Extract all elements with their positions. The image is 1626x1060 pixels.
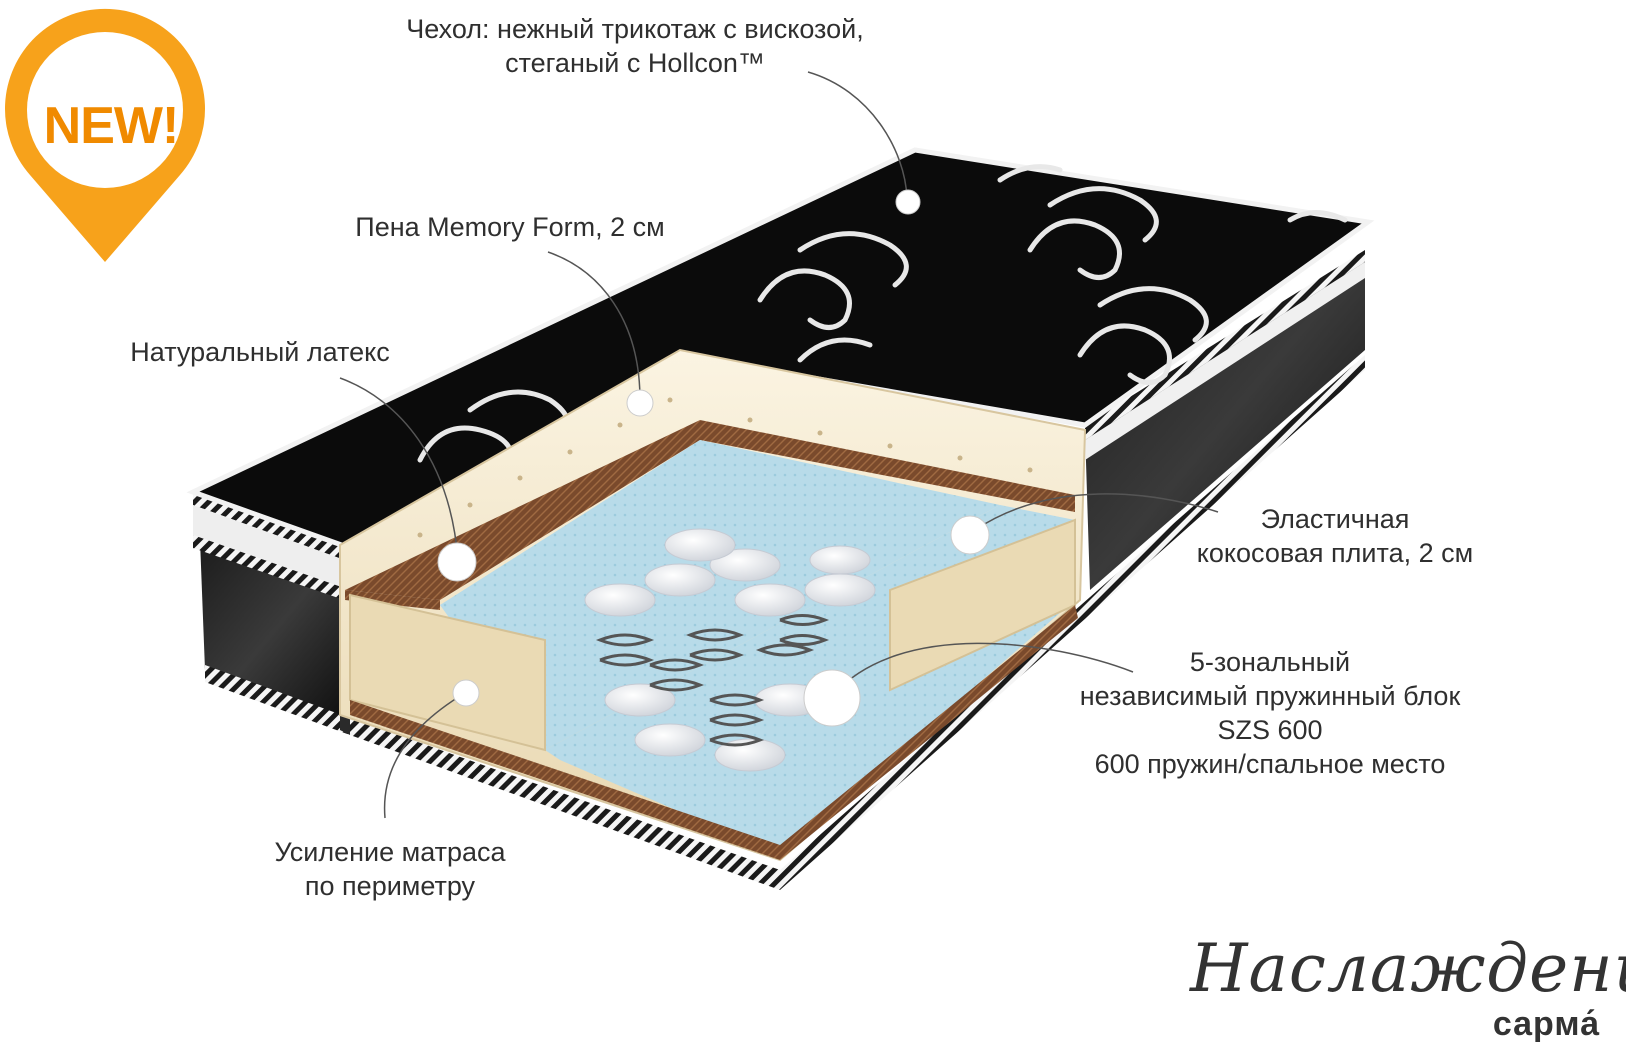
callout-perimeter-line2: по периметру — [304, 871, 476, 901]
callout-springs-line4: 600 пружин/спальное место — [1094, 749, 1446, 779]
callout-perimeter-line1: Усиление матраса — [274, 837, 506, 867]
callout-springs-line3: SZS 600 — [1217, 715, 1323, 745]
callout-leaders — [339, 71, 1219, 819]
callout-coconut-line1: Эластичная — [1260, 504, 1410, 534]
callout-springs: 5-зональный независимый пружинный блок S… — [1050, 645, 1490, 781]
brand-name-logo: сарма́ — [1492, 1005, 1600, 1043]
callout-memory-foam: Пена Memory Form, 2 см — [330, 210, 690, 244]
new-badge-text: NEW! — [43, 97, 180, 155]
mattress-body — [193, 250, 1365, 890]
callout-latex: Натуральный латекс — [110, 335, 410, 369]
callout-coconut-line2: кокосовая плита, 2 см — [1196, 538, 1474, 568]
callout-coconut: Эластичная кокосовая плита, 2 см — [1170, 502, 1500, 570]
callout-springs-line2: независимый пружинный блок — [1079, 681, 1461, 711]
new-badge — [4, 8, 206, 262]
callout-cover-line1: Чехол: нежный трикотаж с вискозой, — [406, 14, 864, 44]
brand-script-logo: Наслаждение — [1190, 930, 1626, 1007]
callout-perimeter: Усиление матраса по периметру — [245, 835, 535, 903]
callout-cover: Чехол: нежный трикотаж с вискозой, стега… — [370, 12, 900, 80]
callout-dots — [437, 189, 990, 727]
callout-memory-foam-line1: Пена Memory Form, 2 см — [355, 212, 665, 242]
callout-springs-line1: 5-зональный — [1189, 647, 1351, 677]
callout-latex-line1: Натуральный латекс — [130, 337, 390, 367]
callout-cover-line2: стеганый с Hollcon™ — [505, 48, 765, 78]
